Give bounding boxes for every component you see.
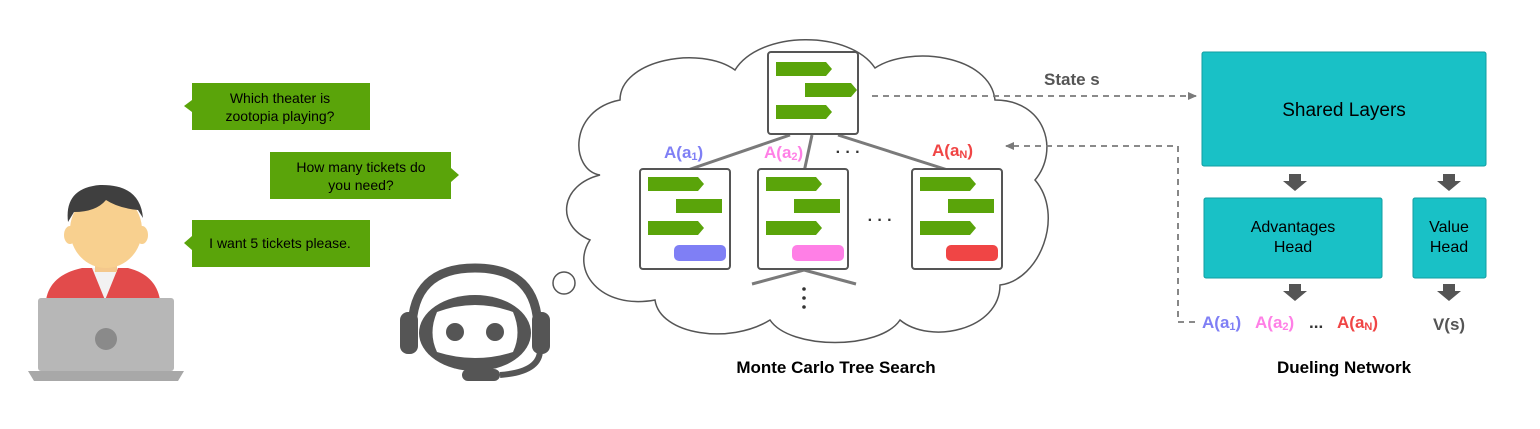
utterance-2-line1: How many tickets do xyxy=(296,159,425,175)
thought-bubble-dot xyxy=(552,271,576,295)
mcts-caption: Monte Carlo Tree Search xyxy=(736,358,935,377)
output-advantage-a1: A(a1) xyxy=(1202,313,1241,333)
tree-child-node-a2 xyxy=(757,168,849,270)
tree-ellipsis-top: · · · xyxy=(836,144,861,161)
tree-child-node-a1 xyxy=(639,168,731,270)
value-head-line1: Value xyxy=(1429,219,1469,236)
user-utterance-1: Which theater is zootopia playing? xyxy=(184,83,370,130)
value-head-line2: Head xyxy=(1430,239,1468,256)
block-arrow-value-out xyxy=(1437,284,1461,301)
advantages-head-line1: Advantages xyxy=(1251,219,1336,236)
advantages-head-line2: Head xyxy=(1274,239,1312,256)
robot-agent-icon xyxy=(400,263,550,381)
value-head-box: Value Head xyxy=(1412,197,1487,279)
tree-ellipsis-middle: · · · xyxy=(868,212,893,229)
user-utterance-2: I want 5 tickets please. xyxy=(184,220,370,267)
utterance-1-line1: Which theater is xyxy=(230,90,330,106)
output-advantage-aN: A(aN) xyxy=(1337,313,1378,333)
tree-edges xyxy=(681,133,955,286)
output-ellipsis: ... xyxy=(1309,313,1323,332)
agent-utterance: How many tickets do you need? xyxy=(270,152,459,199)
block-arrow-advantages-out xyxy=(1283,284,1307,301)
state-label: State s xyxy=(1044,70,1100,89)
shared-layers-label: Shared Layers xyxy=(1282,100,1406,121)
advantages-head-box: Advantages Head xyxy=(1203,197,1383,279)
dueling-network-caption: Dueling Network xyxy=(1277,358,1412,377)
tree-action-label-a2: A(a2) xyxy=(764,143,803,163)
user-icon xyxy=(28,184,184,381)
utterance-1-line2: zootopia playing? xyxy=(226,108,335,124)
utterance-2-line2: you need? xyxy=(328,177,394,193)
block-arrow-to-value xyxy=(1437,174,1461,191)
tree-action-label-a1: A(a1) xyxy=(664,143,703,163)
block-arrow-to-advantages xyxy=(1283,174,1307,191)
shared-layers-box: Shared Layers xyxy=(1201,51,1487,167)
tree-action-label-aN: A(aN) xyxy=(932,141,973,161)
tree-child-node-aN xyxy=(911,168,1003,270)
output-value: V(s) xyxy=(1433,315,1465,334)
tree-root-node xyxy=(767,51,859,135)
tree-ellipsis-vertical xyxy=(802,287,806,309)
utterance-3-line1: I want 5 tickets please. xyxy=(209,235,351,251)
advantage-feedback-line xyxy=(1005,142,1195,323)
output-advantage-a2: A(a2) xyxy=(1255,313,1294,333)
